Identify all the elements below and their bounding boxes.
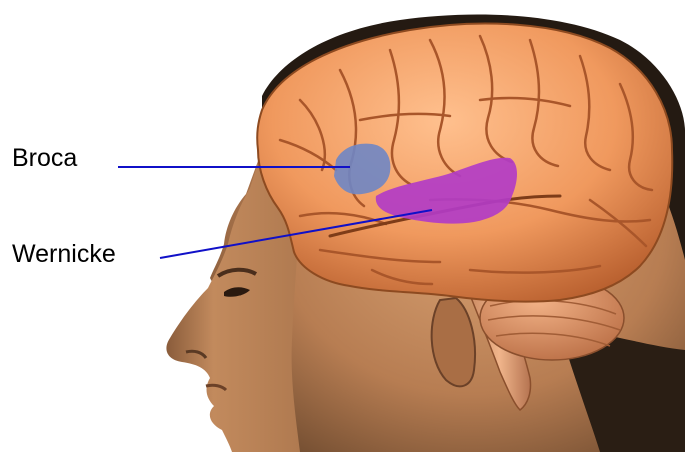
wernicke-label: Wernicke xyxy=(12,242,116,267)
broca-label: Broca xyxy=(12,146,77,171)
cerebrum-outline xyxy=(257,24,672,302)
cerebrum xyxy=(257,24,672,302)
